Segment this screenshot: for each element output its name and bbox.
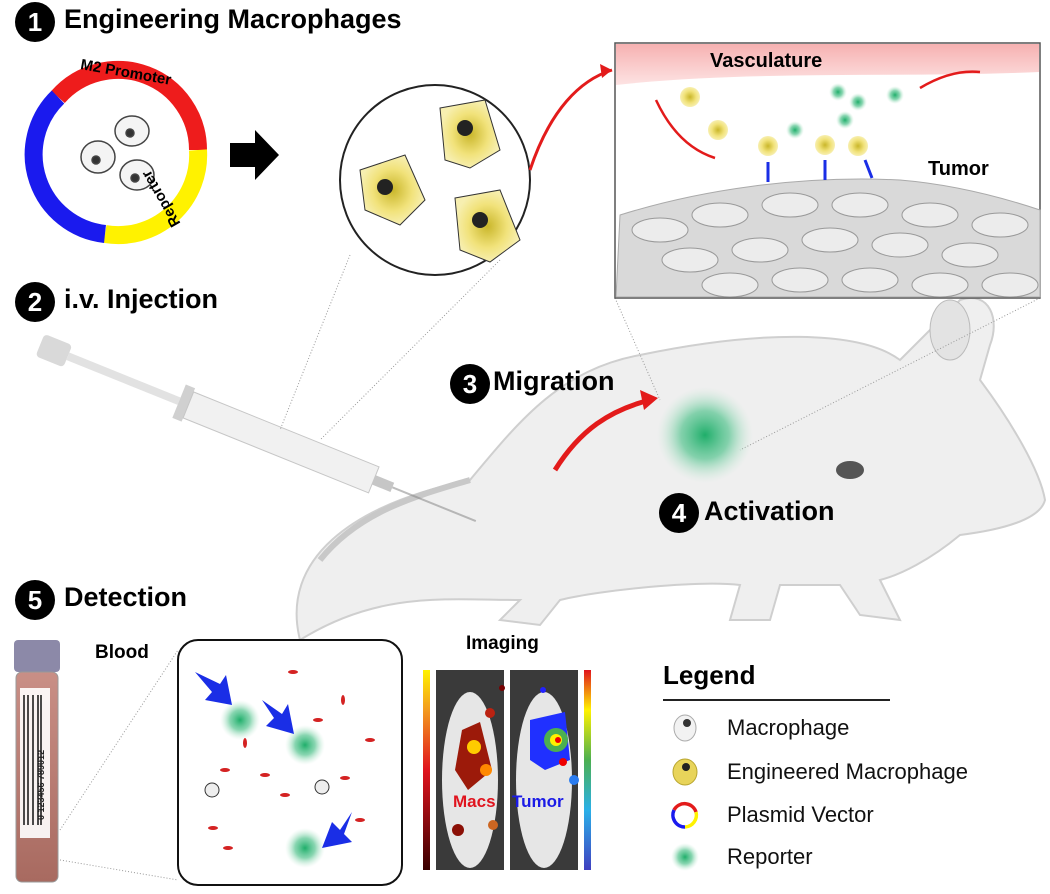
- step-3-title: Migration: [493, 366, 615, 396]
- macrophage-icon: [673, 714, 697, 742]
- macs-image-label: Macs: [453, 792, 496, 811]
- blood-label: Blood: [95, 642, 149, 663]
- step-4-title: Activation: [704, 496, 835, 526]
- mouse-illustration: [295, 297, 1047, 642]
- right-arrow-icon: [230, 130, 279, 180]
- migration-arrow: [552, 397, 651, 472]
- legend-title: Legend: [663, 660, 756, 690]
- legend-label: Engineered Macrophage: [727, 759, 968, 784]
- legend-label: Plasmid Vector: [727, 802, 874, 827]
- tube-barcode-number: 0 123456 789012: [36, 749, 46, 820]
- legend-label: Macrophage: [727, 715, 850, 740]
- step-1-title: Engineering Macrophages: [64, 4, 402, 34]
- macrophage-sketches: [80, 115, 155, 191]
- legend-item-macrophage: Macrophage: [665, 710, 849, 746]
- step-2-badge: 2: [15, 282, 55, 322]
- step-5-badge: 5: [15, 580, 55, 620]
- tumor-image-label: Tumor: [512, 792, 564, 811]
- zoom-guide-lines: [59, 254, 1041, 881]
- step-4-badge: 4: [659, 493, 699, 533]
- engineered-macrophage-icon: [672, 758, 698, 786]
- legend-item-reporter: Reporter: [665, 839, 813, 875]
- legend-item-engineered-macrophage: Engineered Macrophage: [665, 754, 968, 790]
- rainbow-colorbar: [584, 670, 591, 870]
- step-3-badge: 3: [450, 364, 490, 404]
- reporter-icon: [671, 843, 699, 871]
- step-2-title: i.v. Injection: [64, 284, 219, 314]
- heat-colorbar: [423, 670, 430, 870]
- legend-label: Reporter: [727, 844, 813, 869]
- plasmid-vector-icon: [671, 801, 699, 829]
- imaging-label: Imaging: [466, 633, 539, 654]
- syringe-illustration: [36, 335, 477, 522]
- vasculature-label: Vasculature: [710, 50, 823, 72]
- step-5-title: Detection: [64, 582, 188, 612]
- tumor-label: Tumor: [928, 158, 989, 180]
- reporter-glow: [657, 387, 753, 483]
- blood-tube: [14, 640, 60, 883]
- plasmid-ring: [24, 60, 208, 245]
- legend-item-plasmid-vector: Plasmid Vector: [665, 797, 874, 833]
- blood-sample-panel: [177, 639, 403, 886]
- imaging-panel: [423, 670, 591, 870]
- magnified-macrophages: [339, 84, 531, 276]
- vasculature-panel: [614, 42, 1041, 299]
- red-arrow-to-vasculature: [528, 68, 613, 171]
- step-1-badge: 1: [15, 2, 55, 42]
